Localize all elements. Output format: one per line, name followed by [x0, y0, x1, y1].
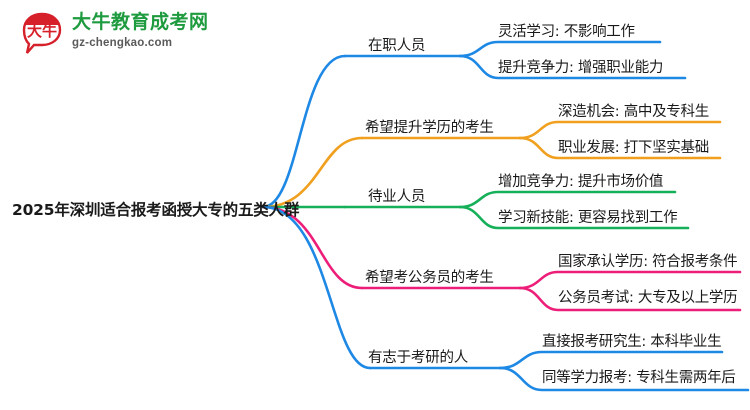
link-root-branch-1	[261, 54, 347, 209]
link-branch-4-child-2	[518, 286, 742, 312]
svg-text:大牛: 大牛	[27, 22, 57, 40]
link-branch-1-child-1	[458, 40, 662, 58]
leaf-label-5-2[interactable]: 同等学力报考: 专科生需两年后	[542, 370, 736, 386]
logo-wordmark: 大牛教育成考网 gz-chengkao.com	[72, 12, 212, 51]
link-branch-3-child-1	[458, 190, 677, 209]
leaf-label-3-1[interactable]: 增加竞争力: 提升市场价值	[498, 174, 664, 190]
branch-label-2[interactable]: 希望提升学历的考生	[365, 120, 494, 136]
leaf-label-1-2[interactable]: 提升竞争力: 增强职业能力	[498, 60, 664, 76]
daniu-bubble-icon: 大牛	[22, 12, 62, 54]
link-root-branch-5	[261, 205, 372, 370]
mindmap-root-label[interactable]: 2025年深圳适合报考函授大专的五类人群	[12, 201, 300, 219]
link-branch-1-child-2	[458, 54, 687, 80]
branch-label-1[interactable]: 在职人员	[368, 38, 426, 54]
leaf-label-2-2[interactable]: 职业发展: 打下坚实基础	[558, 140, 709, 156]
logo-brand-cn: 大牛教育成考网	[72, 12, 209, 33]
leaf-label-3-2[interactable]: 学习新技能: 更容易找到工作	[498, 210, 678, 226]
branch-label-3[interactable]: 待业人员	[368, 189, 426, 205]
branch-label-4[interactable]: 希望考公务员的考生	[365, 270, 494, 286]
link-root-branch-2	[261, 136, 364, 209]
link-branch-3-child-2	[458, 205, 690, 230]
link-branch-5-child-2	[498, 366, 750, 392]
link-branch-2-child-2	[518, 136, 722, 160]
leaf-label-5-1[interactable]: 直接报考研究生: 本科毕业生	[542, 334, 722, 350]
leaf-label-4-2[interactable]: 公务员考试: 大专及以上学历	[558, 290, 738, 306]
leaf-label-4-1[interactable]: 国家承认学历: 符合报考条件	[558, 254, 738, 270]
branch-label-5[interactable]: 有志于考研的人	[368, 350, 469, 366]
logo-brand-en: gz-chengkao.com	[72, 37, 173, 49]
leaf-label-1-1[interactable]: 灵活学习: 不影响工作	[498, 24, 635, 40]
leaf-label-2-1[interactable]: 深造机会: 高中及专科生	[558, 104, 709, 120]
site-logo: 大牛 大牛教育成考网 gz-chengkao.com	[18, 8, 208, 60]
